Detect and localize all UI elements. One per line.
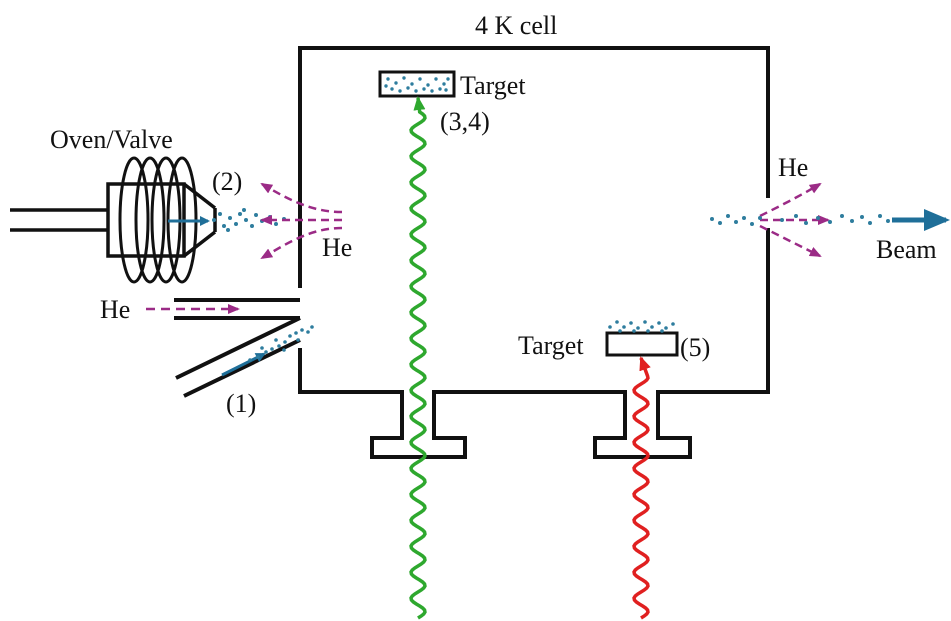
cell-label: 4 K cell xyxy=(475,11,557,40)
beam-particles xyxy=(710,214,890,226)
route-1-label: (1) xyxy=(226,389,256,418)
route-5-label: (5) xyxy=(680,333,710,362)
he-aperture-arrows xyxy=(759,182,830,258)
he-cell-left-label: He xyxy=(322,233,352,262)
wavy-arrow-icon xyxy=(409,96,427,620)
slanted-tube xyxy=(175,316,301,398)
target-top-label: Target xyxy=(460,71,526,100)
beam-label: Beam xyxy=(876,235,937,264)
he-inlet-label: He xyxy=(100,295,130,324)
oven-valve-label: Oven/Valve xyxy=(50,125,173,154)
cell-walls xyxy=(298,46,770,459)
target-bottom-label: Target xyxy=(518,331,584,360)
wavy-arrow-icon xyxy=(632,356,651,620)
he-inlet-tube xyxy=(174,298,300,320)
he-aperture-label: He xyxy=(778,153,808,182)
he-left-arrows xyxy=(260,182,343,260)
target-bottom xyxy=(605,320,679,357)
target-top xyxy=(378,70,456,98)
route-34-label: (3,4) xyxy=(440,107,490,136)
slanted-tube-particles xyxy=(248,325,314,362)
route-2-label: (2) xyxy=(212,167,242,196)
